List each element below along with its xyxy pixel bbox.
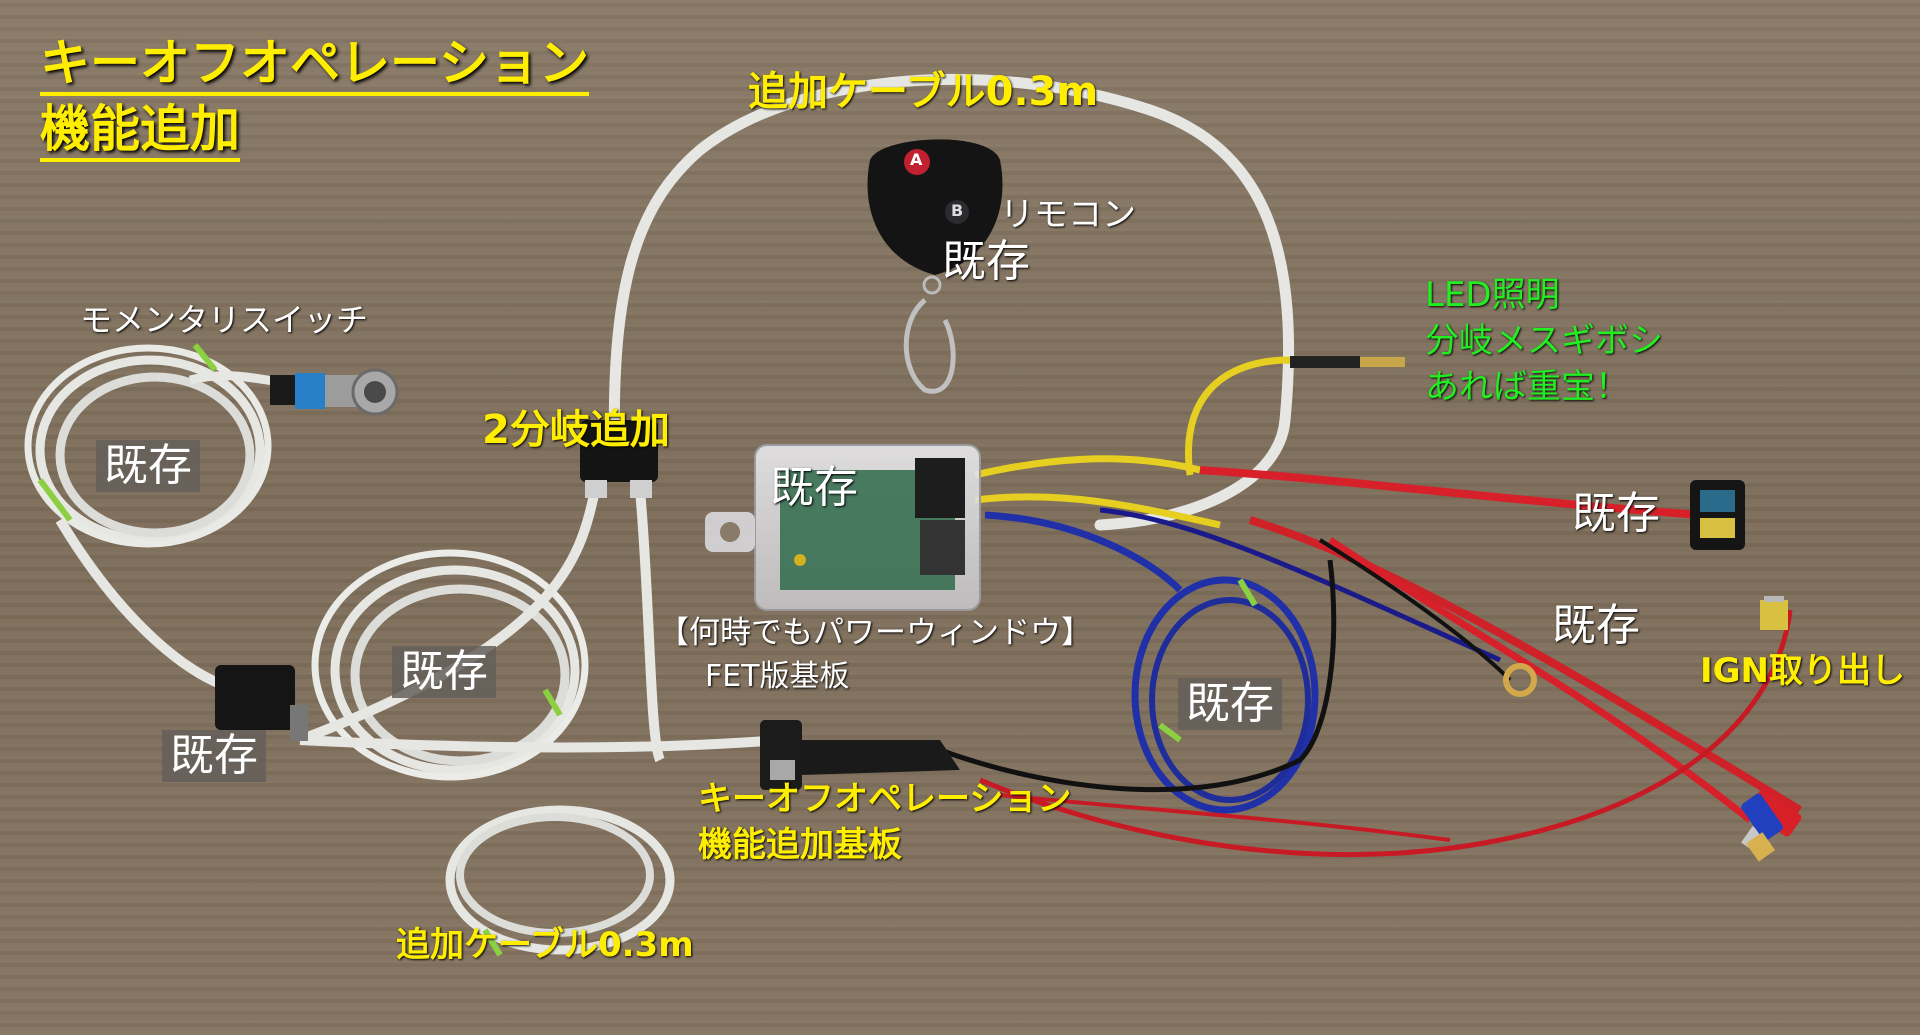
page-title-line2: 機能追加: [40, 104, 240, 162]
label-led-1: LED照明: [1425, 275, 1560, 315]
blue-wire-coil: [1131, 576, 1319, 814]
zip-ties: [37, 343, 1258, 957]
label-keyoff-board-2: 機能追加基板: [698, 825, 902, 865]
label-ign: IGN取り出し: [1700, 651, 1906, 691]
fet-board-box: [705, 444, 981, 611]
label-led-2: 分岐メスギボシ: [1425, 321, 1663, 361]
existing-tag-blue-wire: 既存: [1178, 678, 1282, 730]
splitter-2way: [580, 420, 658, 498]
cable-coil-middle: [330, 565, 580, 775]
keyoff-board-module: [760, 720, 960, 790]
fuse-holder: [1690, 480, 1745, 550]
existing-tag-red-harness: 既存: [1552, 600, 1640, 651]
remote-button-b: B: [951, 201, 964, 220]
existing-tag-fuse-holder: 既存: [1572, 488, 1660, 539]
ring-terminal: [1503, 663, 1537, 697]
existing-tag-coil: 既存: [392, 646, 496, 698]
existing-tag-remote: 既存: [942, 236, 1030, 287]
extension-cable-top: [608, 73, 1295, 531]
existing-tag-connector: 既存: [162, 730, 266, 782]
label-cable-bottom: 追加ケーブル0.3m: [396, 925, 694, 965]
fuse-tap: [1760, 596, 1788, 630]
label-led-3: あれば重宝！: [1425, 367, 1629, 407]
label-keyoff-board-1: キーオフオペレーション: [698, 779, 1072, 819]
label-cable-top: 追加ケーブル0.3m: [748, 69, 1099, 115]
connector-left: [215, 665, 308, 741]
cable-coil-bottom: [445, 805, 675, 955]
spade-terminals: [1741, 789, 1802, 862]
label-momentary-switch: モメンタリスイッチ: [80, 301, 369, 339]
momentary-switch: [270, 368, 399, 416]
existing-tag-momentary: 既存: [96, 440, 200, 492]
remote-button-a: A: [910, 150, 923, 169]
page-title-line1: キーオフオペレーション: [40, 38, 589, 96]
label-main-board-2: FET版基板: [705, 659, 850, 694]
remote-control: [867, 139, 1003, 394]
existing-tag-fet-board: 既存: [770, 462, 858, 513]
cable-coil-left: [35, 355, 265, 545]
label-remote: リモコン: [1000, 195, 1136, 235]
label-main-board-1: 【何時でもパワーウィンドウ】: [658, 615, 1092, 651]
label-splitter: 2分岐追加: [482, 407, 670, 453]
